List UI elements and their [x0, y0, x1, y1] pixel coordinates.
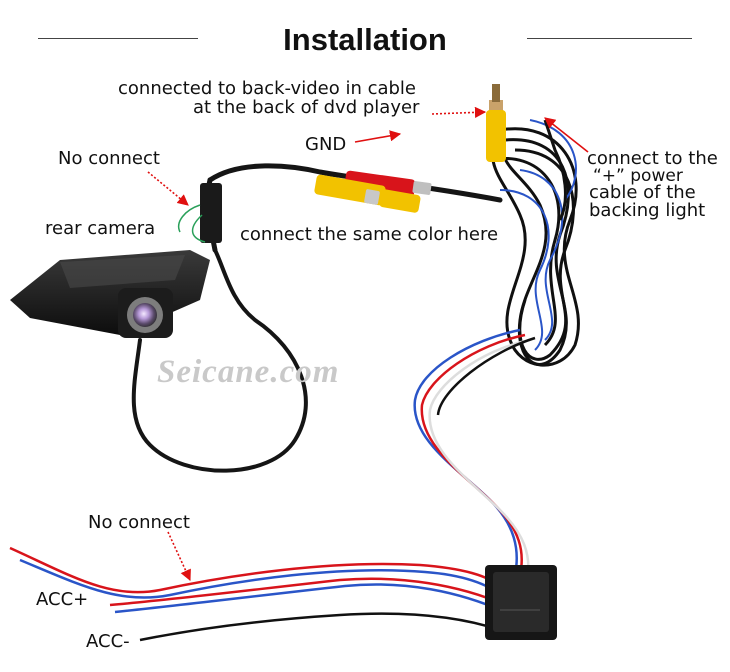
label-no-connect-bottom: No connect — [88, 512, 190, 533]
camera-connector — [200, 183, 222, 243]
acc-wires — [9, 546, 506, 642]
label-rear-camera: rear camera — [45, 218, 156, 239]
cable-coil — [489, 119, 580, 367]
loose-wires — [178, 204, 206, 243]
rca-yellow-plug-vertical — [486, 84, 506, 162]
rear-camera — [10, 250, 210, 338]
label-power-1: connect to the — [587, 148, 718, 169]
label-power-2: “+” power — [593, 166, 683, 186]
label-power-4: backing light — [589, 200, 706, 221]
label-no-connect-top: No connect — [58, 148, 160, 169]
annotation-arrows — [147, 106, 589, 582]
watermark: Seicane.com — [157, 354, 340, 390]
page-title: Installation — [283, 22, 447, 57]
label-power-3: cable of the — [589, 182, 696, 203]
title-rule-right — [527, 38, 692, 39]
label-same-color: connect the same color here — [240, 224, 499, 245]
label-gnd: GND — [305, 134, 347, 155]
relay-wires — [413, 328, 536, 576]
rca-yellow-connector — [314, 174, 421, 213]
label-back-video-2: at the back of dvd player — [193, 97, 420, 118]
label-back-video-1: connected to back-video in cable — [118, 78, 417, 99]
relay-box — [485, 565, 557, 640]
rca-red-connector — [344, 170, 432, 198]
title-rule-left — [38, 38, 198, 39]
label-acc-plus: ACC+ — [36, 589, 89, 610]
label-acc-minus: ACC- — [86, 631, 130, 652]
